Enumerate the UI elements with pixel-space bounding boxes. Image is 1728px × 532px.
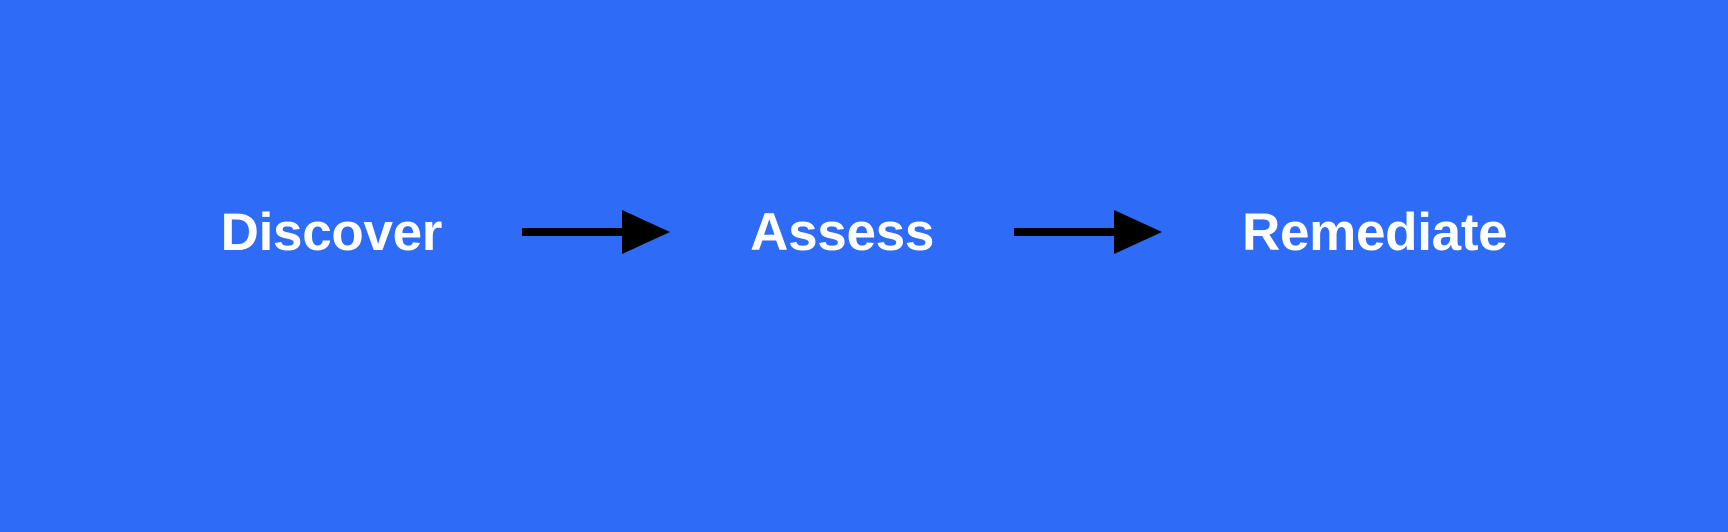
arrow-right-icon: [1014, 204, 1162, 260]
flow-step-discover: Discover: [220, 202, 443, 262]
arrow-right-icon: [522, 204, 671, 260]
flow-step-assess: Assess: [750, 202, 934, 262]
flow-step-remediate: Remediate: [1242, 202, 1508, 262]
process-flow-row: Discover Assess Remediate: [221, 204, 1508, 260]
